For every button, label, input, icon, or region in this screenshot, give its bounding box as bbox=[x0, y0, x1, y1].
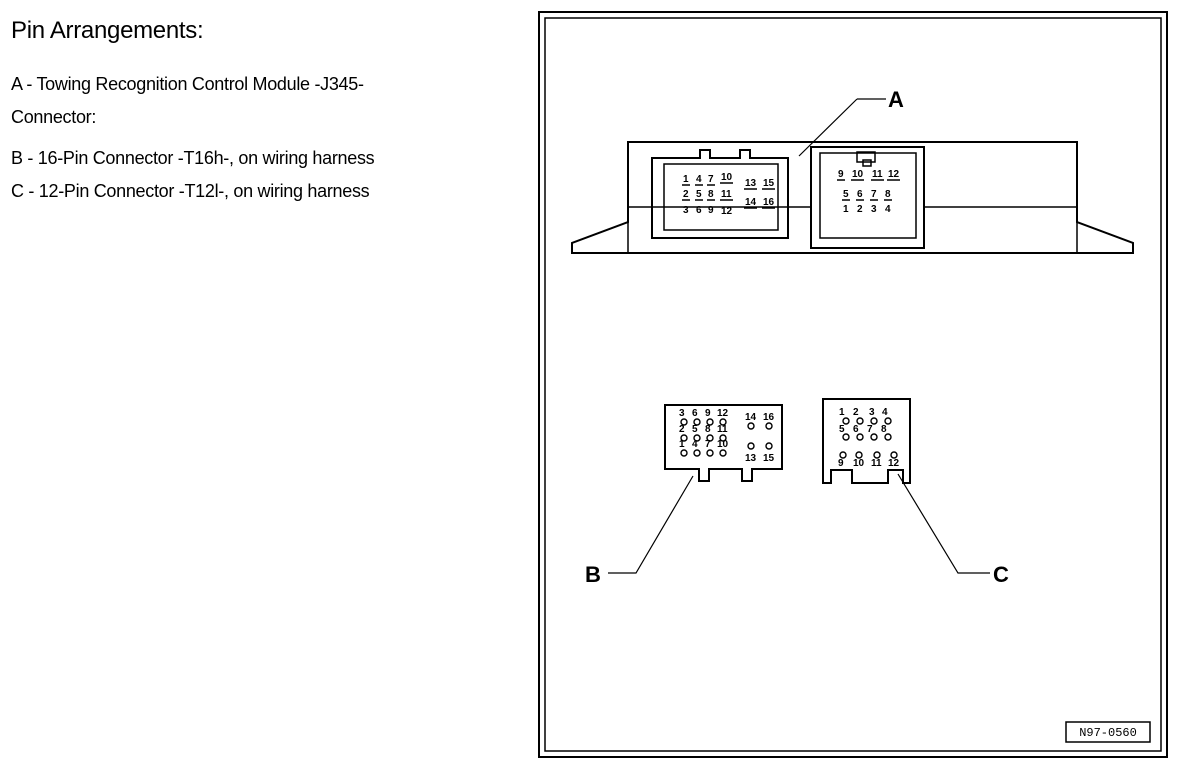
pin-label: 8 bbox=[885, 189, 891, 200]
pin-label: 4 bbox=[696, 174, 702, 185]
page-title: Pin Arrangements: bbox=[11, 17, 204, 44]
pin-label: 3 bbox=[869, 407, 875, 418]
pin-label: 5 bbox=[843, 189, 849, 200]
pin-label: 10 bbox=[721, 172, 733, 183]
reference-box bbox=[1065, 721, 1151, 743]
pin-label: 15 bbox=[763, 178, 775, 189]
pin-label: 4 bbox=[885, 204, 891, 215]
pin-label: 1 bbox=[679, 439, 685, 450]
pin-label: 2 bbox=[679, 424, 685, 435]
connector-b-pin-labels: 3 6 9 12 14 16 2 5 8 11 1 4 7 10 13 15 bbox=[679, 408, 775, 464]
pin-label: 6 bbox=[857, 189, 863, 200]
connector-t16h bbox=[664, 404, 783, 482]
pin-label: 1 bbox=[843, 204, 849, 215]
callout-c-leader bbox=[897, 473, 990, 574]
connector-t12l bbox=[822, 398, 911, 484]
pin-label: 9 bbox=[838, 169, 844, 180]
pin-label: 11 bbox=[721, 189, 732, 200]
callout-a-label: A bbox=[888, 87, 904, 112]
pin-label: 15 bbox=[763, 453, 775, 464]
pin-label: 7 bbox=[705, 439, 711, 450]
pin-label: 9 bbox=[705, 408, 711, 419]
pin-label: 2 bbox=[853, 407, 859, 418]
pin-label: 10 bbox=[852, 169, 864, 180]
reference-number: N97-0560 bbox=[1079, 726, 1137, 740]
pin-label: 3 bbox=[871, 204, 877, 215]
legend-item-b: B - 16-Pin Connector -T16h-, on wiring h… bbox=[11, 148, 375, 168]
pin-label: 6 bbox=[853, 424, 859, 435]
connector-c-pin-sockets bbox=[839, 417, 898, 459]
pin-label: 11 bbox=[872, 169, 883, 180]
pin-label: 6 bbox=[692, 408, 698, 419]
pin-label: 1 bbox=[683, 174, 689, 185]
pin-label: 7 bbox=[708, 174, 714, 185]
legend-item-c: C - 12-Pin Connector -T12l-, on wiring h… bbox=[11, 181, 370, 201]
pin-label: 1 bbox=[839, 407, 845, 418]
pin-label: 8 bbox=[881, 424, 887, 435]
callout-c-label: C bbox=[993, 562, 1009, 587]
pin-label: 5 bbox=[696, 189, 702, 200]
connector-b-pin-sockets bbox=[680, 418, 773, 457]
pin-label: 3 bbox=[683, 205, 689, 216]
control-module-j345 bbox=[571, 141, 1134, 254]
pin-label: 10 bbox=[717, 439, 729, 450]
pin-label: 11 bbox=[717, 424, 728, 435]
pin-label: 13 bbox=[745, 178, 757, 189]
pin-label: 9 bbox=[838, 458, 844, 469]
callout-b-label: B bbox=[585, 562, 601, 587]
pin-label: 12 bbox=[888, 169, 900, 180]
pin-label: 12 bbox=[721, 206, 733, 217]
pin-label: 14 bbox=[745, 412, 757, 423]
pin-label: 5 bbox=[839, 424, 845, 435]
pin-label: 13 bbox=[745, 453, 757, 464]
pin-label: 4 bbox=[692, 439, 698, 450]
pin-label: 2 bbox=[857, 204, 863, 215]
pin-label: 16 bbox=[763, 412, 775, 423]
callout-a-leader bbox=[798, 98, 858, 157]
legend-item-a-connector: Connector: bbox=[11, 107, 97, 127]
pin-label: 6 bbox=[696, 205, 702, 216]
pin-label: 7 bbox=[871, 189, 877, 200]
outer-frame bbox=[538, 11, 1168, 758]
pin-label: 16 bbox=[763, 197, 775, 208]
pin-label: 5 bbox=[692, 424, 698, 435]
pin-label: 8 bbox=[705, 424, 711, 435]
pin-label: 14 bbox=[745, 197, 757, 208]
pin-label: 8 bbox=[708, 189, 714, 200]
pin-label: 7 bbox=[867, 424, 873, 435]
module-pin-underlines bbox=[682, 179, 900, 209]
callout-b-leader bbox=[608, 475, 694, 574]
module-pin-labels: 1 4 7 10 13 15 2 5 8 11 3 6 9 12 14 16 9… bbox=[683, 169, 900, 217]
pin-label: 9 bbox=[708, 205, 714, 216]
pin-label: 3 bbox=[679, 408, 685, 419]
pin-label: 12 bbox=[717, 408, 729, 419]
pin-label: 2 bbox=[683, 189, 689, 200]
inner-frame bbox=[544, 17, 1162, 752]
legend-item-a: A - Towing Recognition Control Module -J… bbox=[11, 74, 364, 94]
pin-label: 4 bbox=[882, 407, 888, 418]
pin-label: 11 bbox=[871, 458, 882, 469]
pin-label: 10 bbox=[853, 458, 865, 469]
connector-c-pin-labels: 1 2 3 4 5 6 7 8 9 10 11 12 bbox=[838, 407, 900, 469]
pin-label: 12 bbox=[888, 458, 900, 469]
